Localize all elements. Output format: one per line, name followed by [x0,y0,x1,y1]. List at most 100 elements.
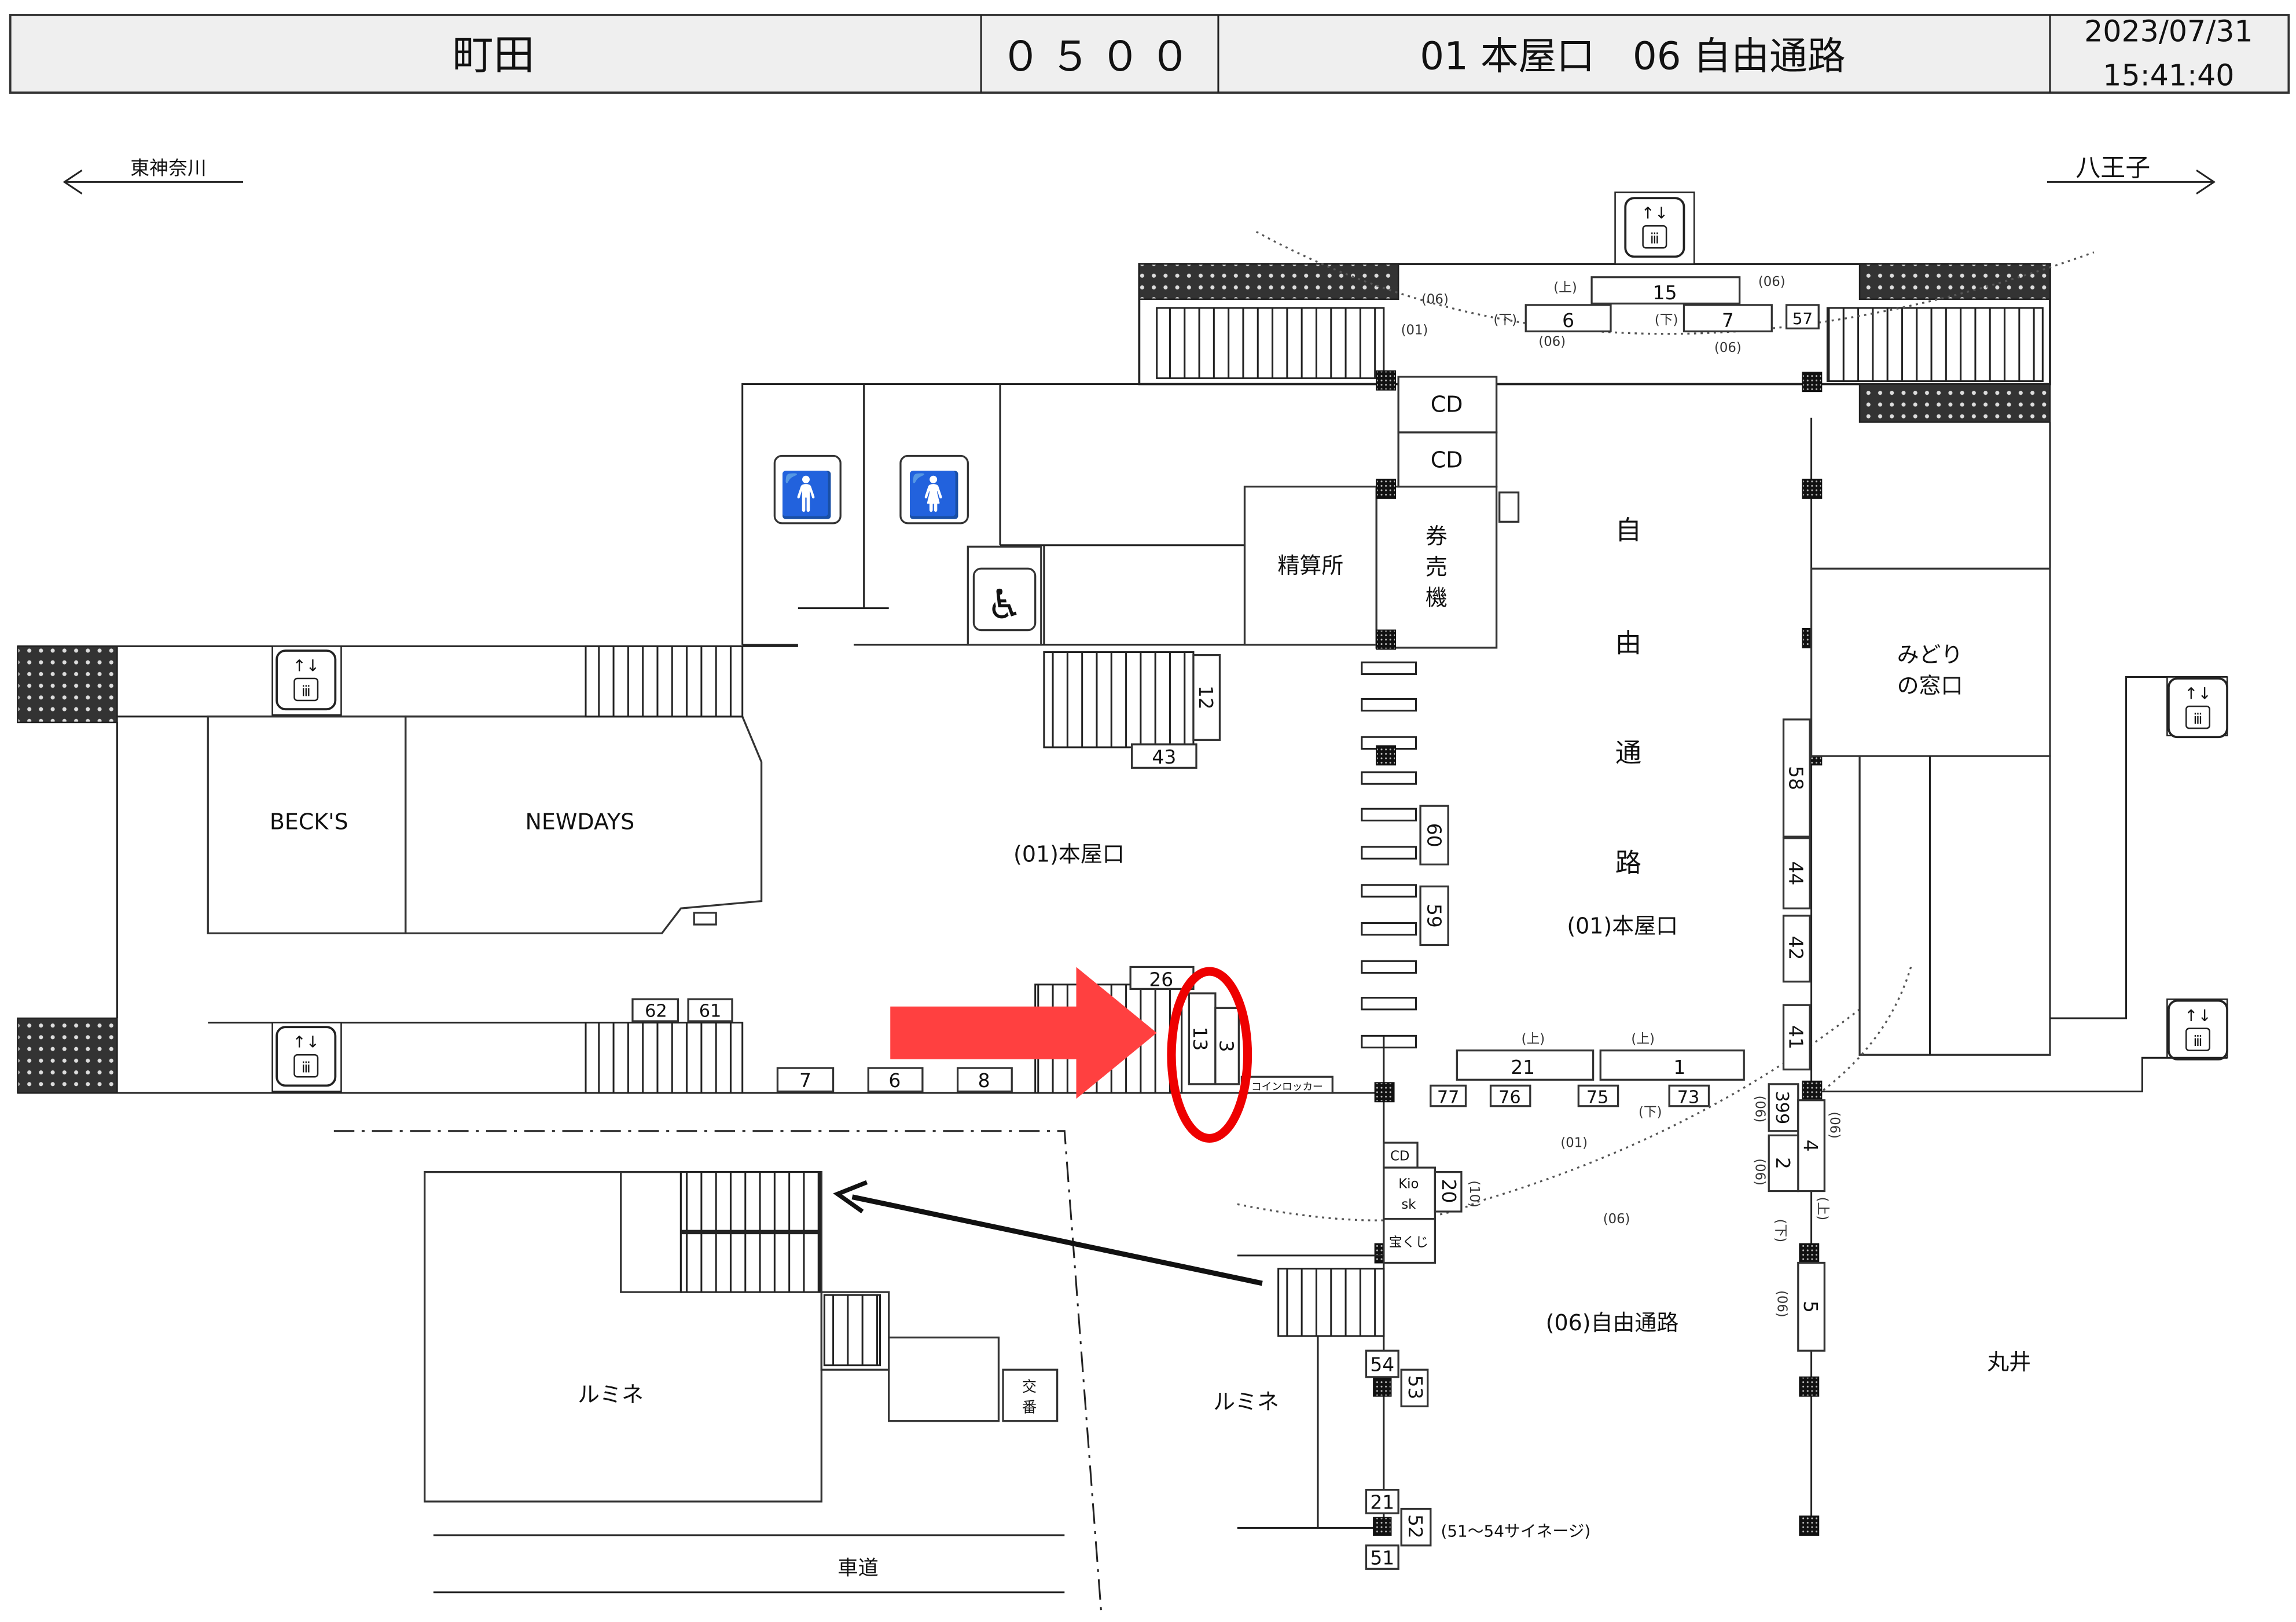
map-shape [1599,1049,1745,1081]
svg-text:♿: ♿ [986,580,1023,628]
map-label: 自 [1615,515,1642,546]
map-shape [1376,629,1397,650]
map-shape [631,998,679,1022]
map-label: 13 [1189,1026,1211,1051]
map-label: (下) [1639,1104,1662,1120]
map-label: Kio [1398,1176,1419,1191]
passage-bar [1361,884,1417,898]
map-label: sk [1401,1197,1416,1212]
map-label: 76 [1498,1088,1521,1108]
right-area: みどり の窓口 58 44 42 41 399 4 2 5 (06) (06) … [1752,372,2228,1536]
honyaguchi-right-label: (01)本屋口 [1567,913,1678,938]
map-label: 77 [1437,1088,1460,1108]
map-shape [405,715,763,934]
map-label: (06) [1752,1095,1767,1122]
header-bar: 町田 ０５００ 01 本屋口 06 自由通路 2023/07/31 15:41:… [9,14,2290,94]
elevator-icon [2167,677,2228,739]
map-shape [1419,805,1449,865]
map-shape [1397,431,1498,488]
map-label: 51 [1370,1547,1394,1569]
honyaguchi-left-label: (01)本屋口 [1013,841,1125,867]
direction-right-label: 八王子 [2075,153,2150,182]
elevator-icon [275,1026,337,1087]
map-label: 52 [1404,1514,1427,1539]
map-label: 75 [1586,1088,1609,1108]
map-shape [1138,263,2051,386]
map-label: 7 [1722,309,1734,332]
map-label: 12 [1195,685,1217,710]
passage-bar [1361,698,1417,712]
marui-label: 丸井 [1987,1349,2031,1375]
map-label: 62 [645,1001,667,1021]
map-shape [1802,372,1823,392]
map-label: 57 [1792,309,1813,328]
map-label: 15 [1653,281,1677,304]
map-shape [1456,1049,1595,1081]
map-shape [1577,1084,1619,1107]
map-label: 399 [1772,1091,1792,1124]
map-shape [1255,230,2095,335]
map-shape [1498,491,1520,523]
exit-names: 01 本屋口 06 自由通路 [1420,34,1845,79]
jiyu-tsuro-label: (06)自由通路 [1546,1310,1679,1335]
map-shape [1365,1488,1399,1514]
passage-bar [1361,922,1417,936]
map-shape [1383,1217,1437,1264]
map-shape [1826,307,2044,382]
direction-arrow [851,1194,1263,1286]
accessible-icon [972,567,1037,632]
map-shape [620,1170,682,1293]
map-shape [63,169,83,195]
seisanjo-label: 精算所 [1277,553,1343,578]
map-shape [1782,718,1811,838]
becks-label: BECK'S [270,809,348,835]
passage-bar [1361,997,1417,1011]
map-label: 43 [1152,746,1176,768]
map-shape [2196,169,2216,195]
map-shape [1668,1084,1710,1107]
map-shape [1373,1378,1392,1397]
map-shape [867,1067,924,1093]
map-shape [1858,263,2051,300]
map-label: みどり [1897,642,1963,667]
map-shape [1365,1349,1399,1378]
map-label: 売 [1426,554,1448,579]
map-shape [1782,837,1811,909]
map-shape [1430,1084,1467,1107]
map-shape [9,14,2290,94]
map-shape [1397,376,1498,434]
map-label: 21 [1370,1491,1394,1514]
map-shape [741,383,1377,645]
lumine-right-label: ルミネ [1213,1389,1279,1414]
map-label: 41 [1785,1025,1808,1049]
lumine-left-label: ルミネ [578,1382,644,1407]
signage-label: (51～54サイネージ) [1441,1522,1590,1541]
top-gates: 15 6 7 57 (上) (下) (下) (06) (06) (01) (06… [1401,274,1820,355]
map-label: 20 [1438,1179,1460,1203]
map-shape [956,1067,1013,1093]
map-label: 路 [1615,847,1642,878]
direction-right: 八王子 [2047,153,2216,195]
map-label: (06) [1714,340,1742,355]
map-label: 番 [1022,1399,1037,1416]
passage-bar [1361,960,1417,974]
map-shape [1131,743,1197,769]
map-shape [1797,1261,1825,1352]
map-shape [1799,1243,1820,1264]
map-shape [823,1294,881,1367]
map-shape [1434,1170,1463,1213]
male-toilet-icon [773,454,842,524]
map-shape [1797,1099,1825,1192]
map-label: 73 [1677,1088,1700,1108]
map-shape [693,912,717,926]
road-label: 車道 [837,1556,879,1580]
map-shape [1682,304,1773,333]
map-label: (06) [1774,1290,1789,1318]
direction-left: 東神奈川 [63,157,243,195]
map-label: 58 [1785,766,1808,790]
map-label: 61 [699,1001,722,1021]
map-label: 26 [1149,968,1173,990]
map-label: (06) [1538,335,1566,350]
map-shape [1810,567,2051,757]
map-shape [1785,304,1820,330]
